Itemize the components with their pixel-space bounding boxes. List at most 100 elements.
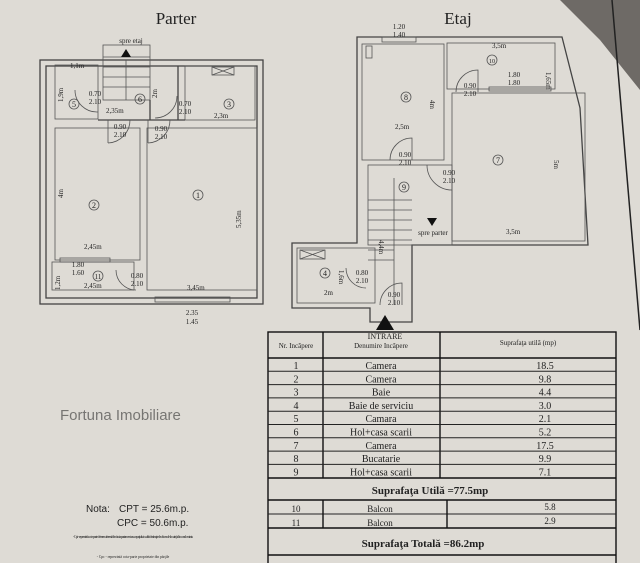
row-number: 4 — [294, 401, 299, 412]
stairs-up-label: spre etaj — [119, 37, 143, 45]
svg-text:4m: 4m — [428, 100, 436, 110]
svg-text:1,65m: 1,65m — [544, 72, 552, 90]
svg-text:2,3m: 2,3m — [214, 112, 229, 120]
row-name: Camara — [365, 414, 397, 425]
svg-text:1.45: 1.45 — [186, 318, 199, 326]
row-number: 7 — [294, 441, 299, 452]
stairs-arrow-icon — [121, 49, 131, 57]
svg-text:0.90: 0.90 — [443, 169, 456, 177]
window — [154, 296, 231, 303]
door-arcs — [345, 69, 479, 306]
svg-text:1.80: 1.80 — [508, 71, 521, 79]
svg-text:4,4m: 4,4m — [377, 240, 385, 255]
row-area: 5.8 — [544, 502, 556, 512]
door-window-sizes: 0.902.10 0.902.10 0.902.10 0.802.10 0.90… — [356, 23, 521, 307]
room-1 — [146, 127, 258, 291]
row-name: Baie — [372, 388, 391, 399]
room-7 — [451, 92, 586, 242]
svg-text:5m: 5m — [552, 160, 560, 170]
header-name: Denumire Incăpere — [354, 342, 408, 350]
svg-text:2,35m: 2,35m — [106, 107, 124, 115]
svg-text:1.60: 1.60 — [72, 269, 85, 277]
row-name: Hol+casa scarii — [350, 467, 412, 478]
svg-text:0.90: 0.90 — [399, 151, 412, 159]
row-area: 2.9 — [544, 516, 556, 526]
row-name: Camera — [365, 441, 397, 452]
note-cpc: CPC = 50.6m.p. — [117, 518, 188, 529]
room-9 — [367, 164, 453, 246]
row-number: 8 — [294, 454, 299, 465]
note-cpt: CPT = 25.6m.p. — [119, 504, 189, 515]
ground-floor-title: Parter — [156, 9, 197, 28]
svg-text:5,35m: 5,35m — [235, 210, 243, 228]
svg-text:3,45m: 3,45m — [187, 284, 205, 292]
svg-text:1.40: 1.40 — [393, 31, 406, 39]
svg-text:4: 4 — [323, 269, 327, 278]
svg-text:2.10: 2.10 — [131, 280, 144, 288]
stair-steps — [103, 56, 150, 88]
row-area: 4.4 — [539, 388, 552, 399]
room-10 — [446, 42, 556, 90]
entrance-label: INTRARE — [368, 332, 403, 341]
svg-text:2,5m: 2,5m — [395, 123, 410, 131]
row-number: 10 — [292, 504, 302, 514]
outer-wall — [291, 36, 589, 323]
svg-text:3: 3 — [227, 100, 231, 109]
table-row: 7 Camera 17.5 — [294, 441, 554, 452]
svg-text:2.10: 2.10 — [399, 159, 412, 167]
svg-text:4m: 4m — [57, 189, 65, 199]
svg-text:8: 8 — [404, 93, 408, 102]
svg-text:1: 1 — [196, 191, 200, 200]
row-number: 3 — [294, 388, 299, 399]
svg-text:5: 5 — [72, 100, 76, 109]
svg-text:0.90: 0.90 — [114, 123, 127, 131]
svg-text:2m: 2m — [151, 89, 159, 99]
total-area: Suprafaţa Totală =86.2mp — [362, 538, 485, 550]
room-2 — [54, 127, 141, 261]
header-area: Suprafaţa utilă (mp) — [500, 339, 557, 347]
svg-text:2.10: 2.10 — [155, 133, 168, 141]
footnote: - Cpc - reprezintă cota-parte proprietat… — [97, 555, 170, 559]
dimension-labels: 1,1m 1,9m 2,35m 2m 2,3m 4m 2,45m 5,35m 1… — [54, 62, 243, 292]
door-window-sizes: 0.702.10 0.702.10 0.902.10 0.902.10 0.80… — [72, 90, 199, 326]
svg-text:2.10: 2.10 — [114, 131, 127, 139]
row-name: Baie de serviciu — [349, 401, 413, 412]
row-area: 17.5 — [536, 441, 554, 452]
svg-text:1,1m: 1,1m — [70, 62, 85, 70]
svg-text:2.10: 2.10 — [89, 98, 102, 106]
staircase — [102, 44, 151, 101]
room-number-markers: 8 10 7 9 4 — [319, 54, 504, 279]
outer-wall — [39, 59, 264, 305]
window — [59, 257, 111, 263]
row-area: 9.8 — [539, 374, 552, 385]
row-number: 9 — [294, 467, 299, 478]
svg-text:2m: 2m — [324, 289, 334, 297]
svg-text:0.70: 0.70 — [179, 100, 192, 108]
upper-floor-title: Etaj — [444, 9, 471, 28]
dimension-labels: 3,5m 1,65m 4m 2,5m 5m 3,5m 4,4m 1,6m 2m — [324, 42, 560, 297]
footnote: - Cpt - reprezintă cota-parte de teren a… — [73, 535, 193, 539]
svg-text:1,9m: 1,9m — [57, 87, 65, 102]
row-name: Bucatarie — [362, 454, 401, 465]
upper-floor-plan: Etaj spre parter INTRARE 8 10 — [291, 9, 589, 341]
svg-text:7: 7 — [496, 156, 500, 165]
row-area: 2.1 — [539, 414, 552, 425]
table-row: 3 Baie 4.4 — [294, 388, 552, 399]
svg-text:0.80: 0.80 — [131, 272, 144, 280]
room-number-markers: 5 6 3 2 1 11 — [68, 93, 235, 282]
svg-text:9: 9 — [402, 183, 406, 192]
room-5 — [54, 64, 99, 120]
door-arcs — [74, 89, 178, 291]
note-label: Nota: — [86, 504, 110, 515]
svg-text:0.90: 0.90 — [155, 125, 168, 133]
stairs-down-label: spre parter — [418, 229, 448, 237]
watermark: Fortuna Imobiliare — [60, 407, 181, 424]
svg-text:1,2m: 1,2m — [54, 275, 62, 290]
note: Nota: CPT = 25.6m.p. CPC = 50.6m.p. - Cp… — [73, 504, 193, 559]
room-8 — [361, 43, 445, 161]
room-4 — [296, 247, 376, 304]
